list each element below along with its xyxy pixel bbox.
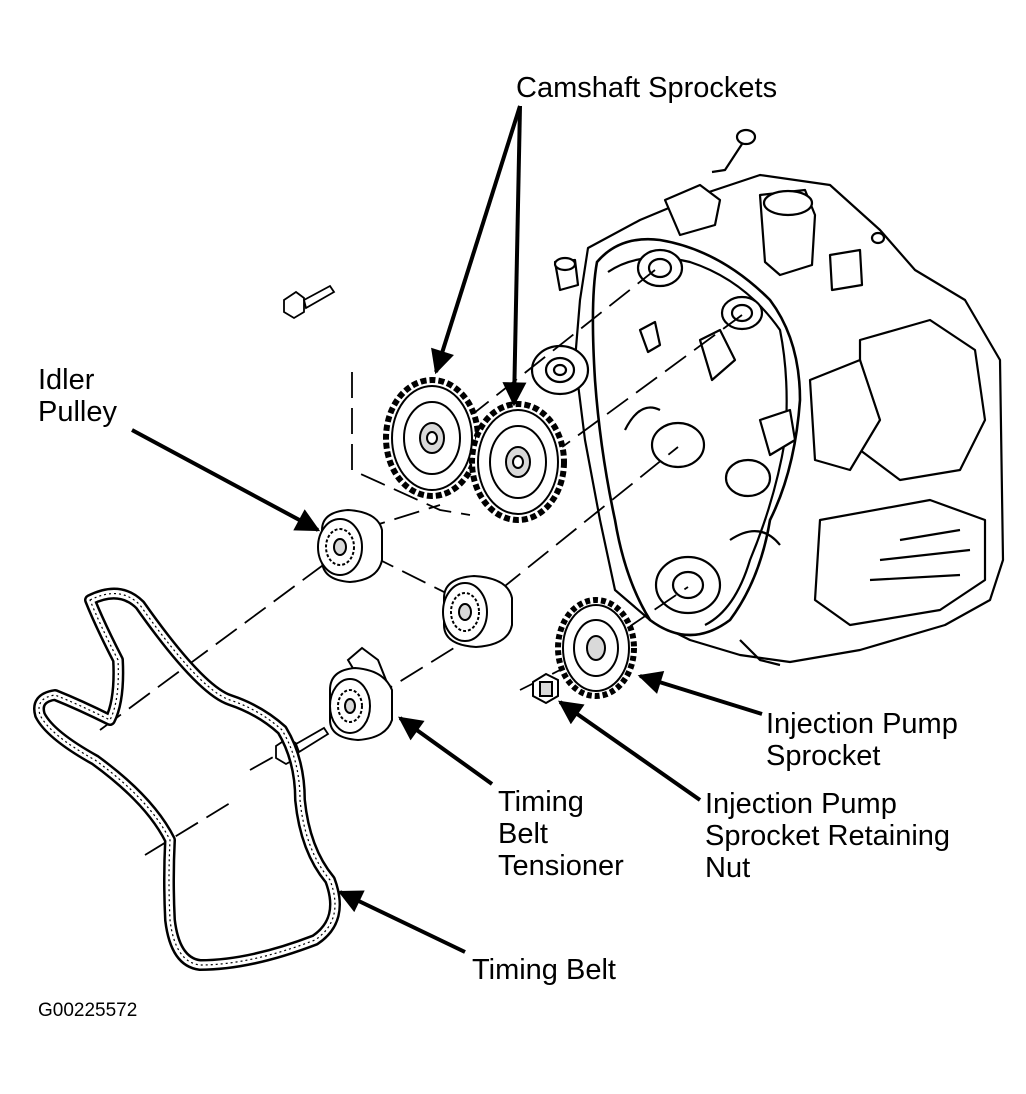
figure-code: G00225572: [38, 1000, 138, 1021]
label-injection-pump-nut: Injection Pump Sprocket Retaining Nut: [705, 788, 950, 884]
arrow-timing-belt-tensioner: [398, 716, 494, 786]
arrow-injection-pump-sprocket: [637, 670, 763, 716]
arrow-camshaft-left: [431, 105, 522, 375]
label-idler-pulley: Idler Pulley: [38, 364, 117, 428]
label-idler-pulley-line2: Pulley: [38, 396, 117, 428]
callout-arrows: [131, 105, 763, 954]
arrow-camshaft-right: [502, 105, 527, 407]
label-timing-belt-tensioner: Timing Belt Tensioner: [498, 786, 624, 882]
arrow-injection-pump-nut: [558, 700, 702, 802]
label-injection-pump-nut-line1: Injection Pump: [705, 788, 897, 820]
arrow-idler-pulley: [131, 428, 321, 532]
label-timing-belt: Timing Belt: [472, 954, 616, 986]
label-injection-pump-sprocket-line2: Sprocket: [766, 740, 881, 772]
label-tensioner-line2: Belt: [498, 818, 548, 850]
arrow-timing-belt: [337, 890, 466, 954]
idler-pulley: [317, 508, 383, 584]
label-tensioner-line3: Tensioner: [498, 850, 624, 882]
second-idler-pulley: [442, 574, 513, 649]
label-tensioner-line1: Timing: [498, 786, 584, 818]
engine-block: [530, 128, 1005, 667]
injection-pump-sprocket: [555, 597, 637, 699]
label-injection-pump-sprocket-line1: Injection Pump: [766, 708, 958, 740]
cam-bolt: [283, 284, 336, 320]
label-injection-pump-nut-line2: Sprocket Retaining: [705, 820, 951, 852]
label-injection-pump-nut-line3: Nut: [705, 852, 751, 884]
label-camshaft-sprockets: Camshaft Sprockets: [516, 72, 778, 104]
camshaft-sprocket-right: [469, 401, 567, 523]
camshaft-sprocket-left: [383, 377, 481, 499]
label-injection-pump-sprocket: Injection Pump Sprocket: [766, 708, 958, 772]
label-idler-pulley-line1: Idler: [38, 364, 95, 396]
timing-belt: [33, 587, 341, 971]
injection-pump-nut: [532, 672, 559, 705]
timing-belt-tensioner: [329, 646, 393, 742]
